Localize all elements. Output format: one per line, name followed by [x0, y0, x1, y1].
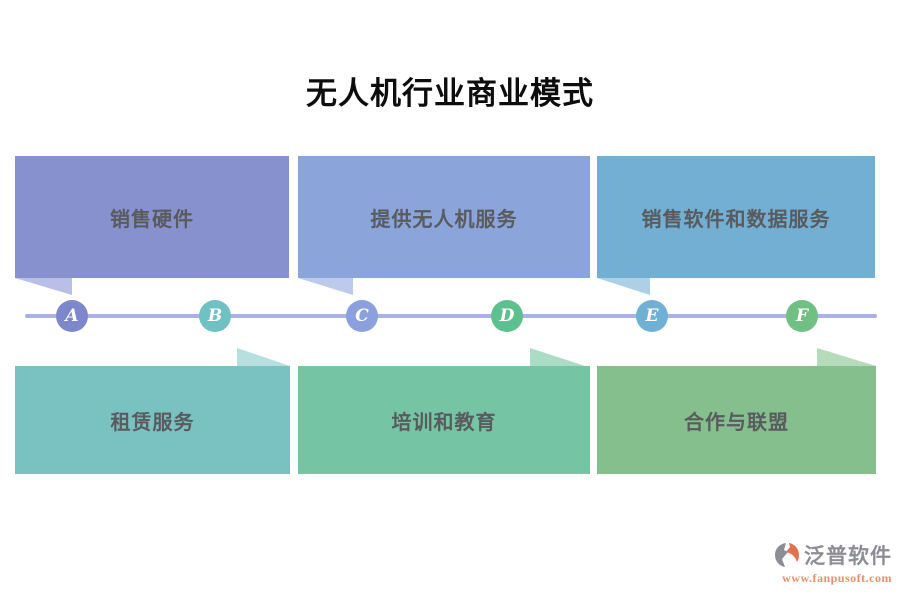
box-training-education: 培训和教育 — [298, 366, 590, 474]
box-label: 提供无人机服务 — [370, 208, 518, 231]
box-drone-services: 提供无人机服务 — [298, 156, 590, 278]
fanpu-logo-icon — [774, 542, 800, 568]
timeline-node-e: E — [636, 300, 668, 332]
page-title: 无人机行业商业模式 — [306, 76, 594, 111]
node-label: B — [207, 306, 223, 326]
tail-rental-services — [237, 348, 290, 366]
box-cooperation-alliance: 合作与联盟 — [597, 366, 876, 474]
footer-watermark: 泛普软件 www.fanpusoft.com — [732, 540, 892, 586]
box-label: 培训和教育 — [391, 411, 497, 434]
timeline-node-a: A — [56, 300, 88, 332]
box-rental-services: 租赁服务 — [15, 366, 290, 474]
box-label: 合作与联盟 — [684, 411, 789, 434]
brand-name: 泛普软件 — [804, 544, 892, 568]
timeline-node-b: B — [199, 300, 231, 332]
tail-drone-services — [298, 278, 353, 295]
box-label: 租赁服务 — [110, 411, 195, 434]
tail-sell-hardware — [15, 278, 72, 295]
box-label: 销售软件和数据服务 — [641, 208, 831, 231]
brand-url: www.fanpusoft.com — [782, 571, 892, 585]
node-label: C — [355, 306, 369, 326]
box-sell-hardware: 销售硬件 — [15, 156, 289, 278]
tail-software-data-services — [597, 278, 650, 295]
timeline-node-d: D — [491, 300, 523, 332]
tail-training-education — [530, 348, 585, 366]
node-label: E — [645, 306, 659, 326]
timeline-node-c: C — [346, 300, 378, 332]
box-label: 销售硬件 — [110, 208, 194, 231]
box-software-data-services: 销售软件和数据服务 — [597, 156, 875, 278]
node-label: A — [65, 306, 79, 326]
timeline-line — [25, 314, 877, 318]
node-label: F — [795, 306, 809, 326]
tail-cooperation-alliance — [817, 348, 876, 366]
timeline-node-f: F — [786, 300, 818, 332]
node-label: D — [499, 306, 515, 326]
